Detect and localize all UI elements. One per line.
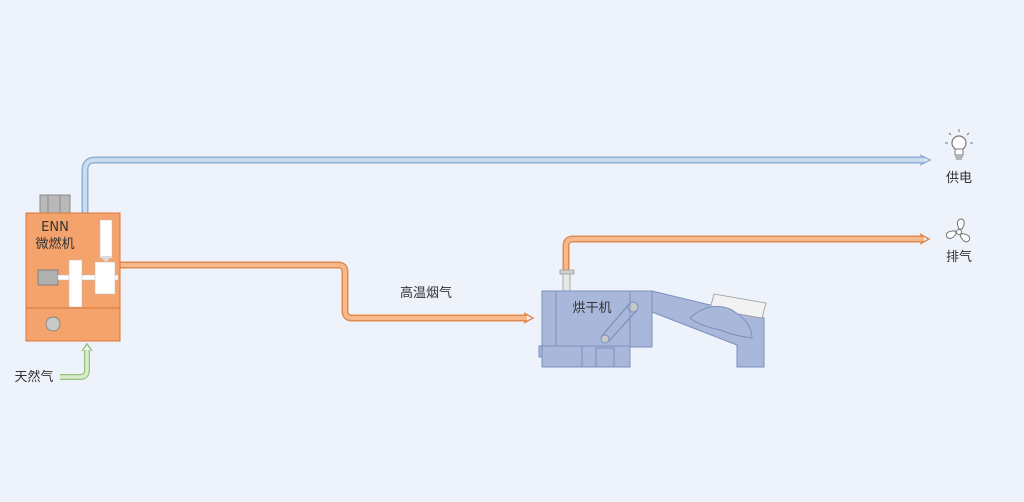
flue-gas-label: 高温烟气 — [400, 285, 452, 301]
electricity-flow-arrow — [81, 154, 932, 213]
power-output-label: 供电 — [946, 171, 972, 186]
microturbine-unit: ENN 微燃机 — [25, 194, 121, 342]
fan-icon — [945, 218, 971, 243]
natural-gas-label: 天然气 — [14, 369, 53, 385]
microturbine-name-label: 微燃机 — [35, 236, 74, 252]
dryer-unit: 烘干机 — [538, 269, 767, 368]
flue-gas-flow-arrow — [118, 261, 535, 324]
natural-gas-flow-arrow — [60, 342, 93, 380]
light-bulb-icon — [945, 129, 973, 160]
exhaust-flow-arrow — [562, 233, 931, 272]
exhaust-output-label: 排气 — [946, 249, 972, 265]
dryer-name-label: 烘干机 — [572, 301, 611, 316]
microturbine-brand-label: ENN — [41, 220, 69, 235]
